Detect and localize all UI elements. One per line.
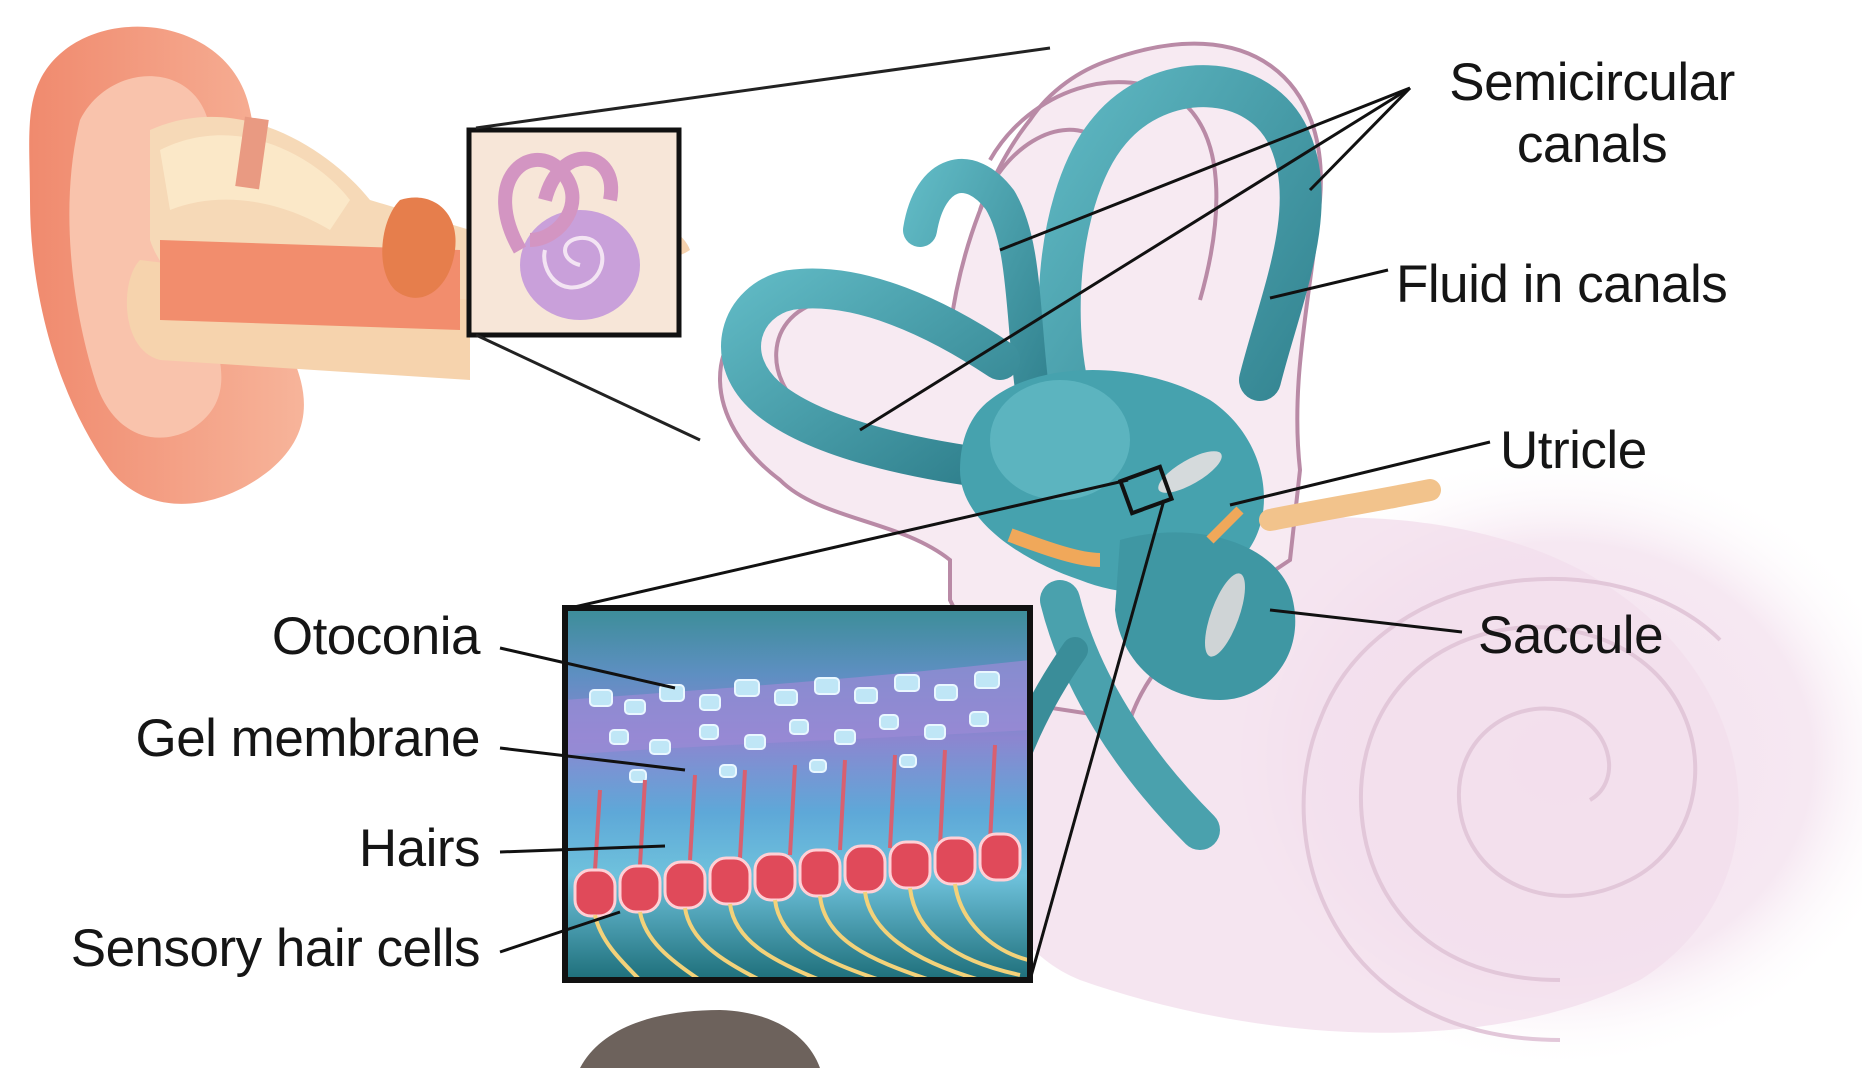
label-utricle: Utricle xyxy=(1500,420,1647,482)
label-gel-membrane: Gel membrane xyxy=(0,708,480,770)
macula-inset xyxy=(565,608,1030,980)
label-saccule: Saccule xyxy=(1478,605,1663,667)
head-silhouette xyxy=(580,1010,820,1068)
label-sensory-hair-cells: Sensory hair cells xyxy=(0,918,480,980)
label-hairs: Hairs xyxy=(0,818,480,880)
label-semicircular-canals: Semicircular canals xyxy=(1412,52,1772,176)
inner-ear-inset xyxy=(469,130,679,335)
label-fluid-in-canals: Fluid in canals xyxy=(1396,254,1727,316)
label-otoconia: Otoconia xyxy=(0,606,480,668)
